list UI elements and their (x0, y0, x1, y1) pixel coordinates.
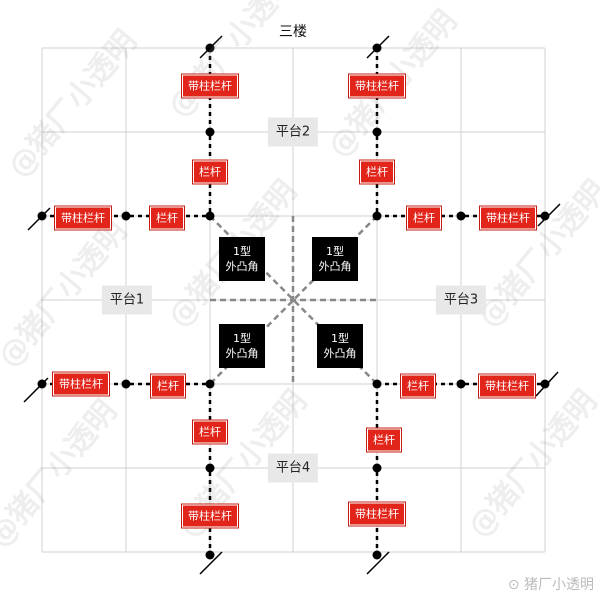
post-railing-tag: 带柱栏杆 (349, 74, 405, 98)
post-dot (205, 211, 215, 221)
post-dot (121, 379, 131, 389)
post-dot (205, 550, 215, 560)
corner-type-tag: 1型外凸角 (219, 237, 265, 281)
post-dot (37, 211, 47, 221)
platform-3-label: 平台3 (435, 285, 487, 315)
floor-title: 三楼 (279, 24, 307, 40)
corner-type-tag: 1型外凸角 (317, 324, 363, 368)
railing-tag: 栏杆 (151, 374, 185, 398)
post-railing-tag: 带柱栏杆 (479, 374, 535, 398)
post-dot (37, 379, 47, 389)
post-dot (372, 463, 382, 473)
railing-tag: 栏杆 (401, 374, 435, 398)
post-dots (37, 43, 550, 560)
railing-end-tick (199, 551, 223, 575)
post-dot (372, 43, 382, 53)
weibo-watermark: ⊙ 猪厂小透明 (507, 577, 594, 593)
post-railing-tag: 带柱栏杆 (349, 502, 405, 526)
post-dot (205, 463, 215, 473)
railing-tag: 栏杆 (367, 428, 401, 452)
post-railing-tag: 带柱栏杆 (182, 74, 238, 98)
post-railing-tag: 带柱栏杆 (53, 372, 109, 396)
post-dot (372, 379, 382, 389)
platform-4-label: 平台4 (267, 453, 319, 483)
post-dot (372, 550, 382, 560)
post-dot (121, 211, 131, 221)
platform-1-label: 平台1 (101, 285, 153, 315)
post-railing-tag: 带柱栏杆 (55, 206, 111, 230)
railing-end-tick (366, 551, 390, 575)
corner-type-tag: 1型外凸角 (219, 324, 265, 368)
platform-2-label: 平台2 (267, 117, 319, 147)
post-dot (456, 379, 466, 389)
post-dot (540, 211, 550, 221)
post-dot (372, 127, 382, 137)
railing-tag: 栏杆 (193, 420, 227, 444)
post-dot (205, 43, 215, 53)
railing-tag: 栏杆 (150, 206, 184, 230)
post-dot (456, 211, 466, 221)
railing-tag: 栏杆 (360, 160, 394, 184)
corner-type-tag: 1型外凸角 (312, 237, 358, 281)
post-dot (205, 127, 215, 137)
post-railing-tag: 带柱栏杆 (480, 206, 536, 230)
post-dot (540, 379, 550, 389)
post-railing-tag: 带柱栏杆 (182, 504, 238, 528)
corner-diagonals (209, 215, 378, 385)
railing-tag: 栏杆 (193, 160, 227, 184)
railing-tag: 栏杆 (407, 206, 441, 230)
post-dot (205, 379, 215, 389)
post-dot (372, 211, 382, 221)
